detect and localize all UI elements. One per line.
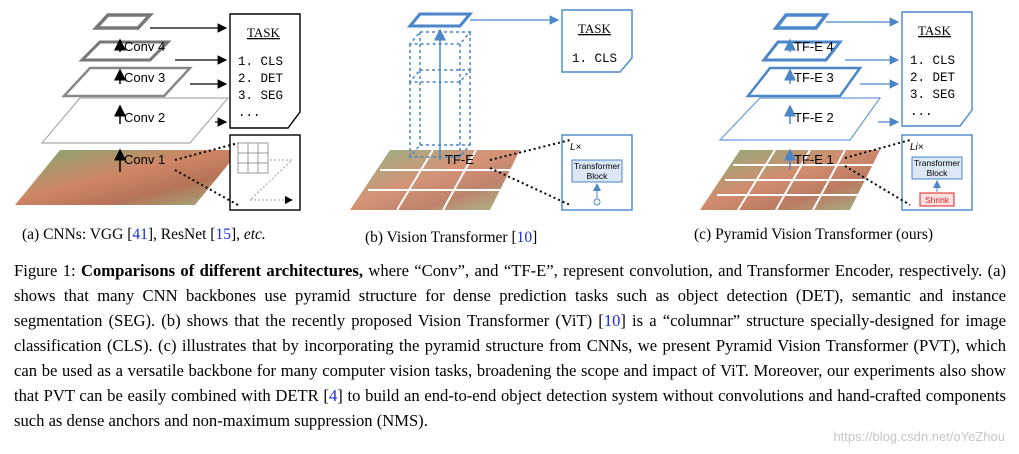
figure-1: Conv 4 Conv 3 Conv 2 Conv 1 TASK 1. CLS …: [15, 9, 973, 211]
task-item-c-4: ...: [910, 105, 933, 119]
task-document-c: [901, 11, 973, 127]
layer-label-conv3: Conv 3: [124, 70, 165, 85]
subcaption-a: (a) CNNs: VGG [41], ResNet [15], etc.: [22, 226, 266, 243]
layer-label-conv2: Conv 2: [124, 110, 165, 125]
feature-plane-top: [92, 13, 154, 30]
task-item-c-2: 2. DET: [910, 71, 956, 85]
figure-caption: Figure 1: Comparisons of different archi…: [14, 261, 1007, 430]
layer-label-tfe2: TF-E 2: [794, 110, 834, 125]
layer-label-conv4: Conv 4: [124, 39, 165, 54]
tfe-plane-3: [745, 66, 863, 98]
tfe-plane-top: [772, 13, 830, 30]
tfe-plane-2: [718, 97, 882, 141]
feature-plane-conv4: [78, 40, 172, 62]
ref-link-10-caption[interactable]: 10: [603, 311, 621, 330]
ref-link-41[interactable]: 41: [132, 226, 148, 243]
ref-link-4[interactable]: 4: [328, 386, 338, 405]
task-item-c-1: 1. CLS: [910, 54, 955, 68]
watermark: https://blog.csdn.net/oYeZhou: [833, 429, 1005, 444]
shrink-box: [919, 192, 955, 207]
task-item-a-1: 1. CLS: [238, 55, 283, 69]
panel-b: TF-E TASK 1. CLS L× Transformer Block: [350, 9, 633, 211]
task-document-b: [561, 9, 633, 73]
layer-label-tfe3: TF-E 3: [794, 70, 834, 85]
subcaption-b: (b) Vision Transformer [10]: [365, 229, 538, 246]
feature-plane-conv2: [40, 97, 230, 144]
caption-title: Comparisons of different architectures,: [80, 261, 364, 280]
block-label-c-1: Transformer: [914, 158, 960, 168]
task-item-c-3: 3. SEG: [910, 88, 955, 102]
task-item-b-1: 1. CLS: [572, 52, 617, 66]
block-repeat-b: L×: [570, 142, 582, 153]
task-title-a: TASK: [247, 25, 281, 40]
layer-label-tfe: TF-E: [445, 152, 474, 167]
layer-label-conv1: Conv 1: [124, 152, 165, 167]
vit-output-plane: [406, 12, 474, 28]
ref-link-10[interactable]: 10: [516, 229, 533, 246]
subcaption-c: (c) Pyramid Vision Transformer (ours): [694, 226, 934, 243]
feature-plane-conv3: [61, 66, 193, 98]
block-label-c-2: Block: [927, 168, 949, 178]
panel-c: TF-E 4 TF-E 3 TF-E 2 TF-E 1 TASK 1. CLS …: [700, 11, 973, 211]
input-image-b: [350, 150, 520, 210]
input-image-a: [15, 150, 240, 205]
task-title-b: TASK: [578, 21, 612, 36]
task-title-c: TASK: [918, 23, 952, 38]
layer-label-tfe1: TF-E 1: [794, 152, 834, 167]
shrink-label: Shrink: [925, 195, 950, 205]
tfe-plane-4: [760, 40, 844, 62]
block-label-b-2: Block: [587, 171, 609, 181]
layer-label-tfe4: TF-E 4: [794, 39, 834, 54]
task-item-a-4: ...: [238, 106, 261, 120]
task-document-a: [229, 13, 301, 129]
task-item-a-2: 2. DET: [238, 72, 284, 86]
panel-a: Conv 4 Conv 3 Conv 2 Conv 1 TASK 1. CLS …: [15, 13, 301, 211]
ref-link-15[interactable]: 15: [215, 226, 231, 243]
task-item-a-3: 3. SEG: [238, 89, 283, 103]
block-repeat-c: Li×: [910, 142, 924, 153]
block-label-b-1: Transformer: [574, 161, 620, 171]
